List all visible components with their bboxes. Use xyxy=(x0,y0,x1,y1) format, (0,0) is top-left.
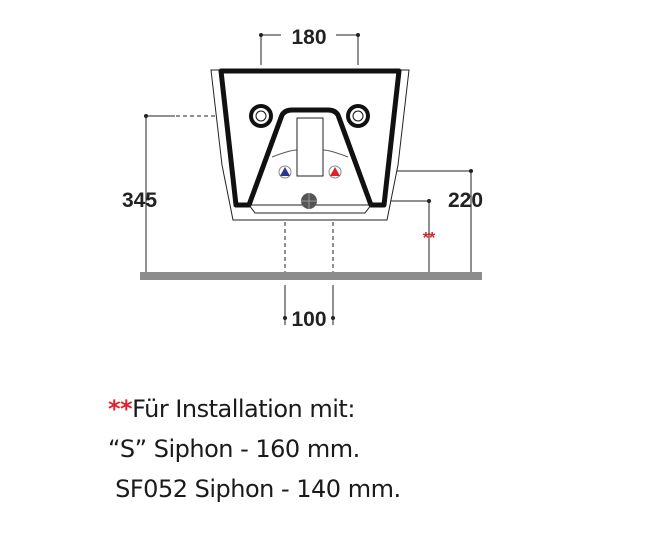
floor-line xyxy=(140,272,482,280)
note-text-1: Für Installation mit: xyxy=(132,395,355,423)
dimension-345: 345 xyxy=(122,189,157,212)
mounting-bolt-left xyxy=(249,104,273,128)
hot-water-inlet-icon xyxy=(328,165,342,179)
dimension-100: 100 xyxy=(291,308,326,331)
note-line-2: “S” Siphon - 160 mm. xyxy=(108,435,360,463)
note-marker: ** xyxy=(108,395,133,423)
mounting-bolt-right xyxy=(346,104,370,128)
dimension-180: 180 xyxy=(291,26,326,49)
note-line-1: **Für Installation mit: xyxy=(108,395,355,423)
cold-water-inlet-icon xyxy=(278,165,292,179)
marker-asterisks: ** xyxy=(423,230,436,247)
drain-outlet-icon xyxy=(301,193,317,209)
dimension-dots xyxy=(144,33,473,320)
dimension-220: 220 xyxy=(448,189,483,212)
note-line-3: SF052 Siphon - 140 mm. xyxy=(108,475,401,503)
